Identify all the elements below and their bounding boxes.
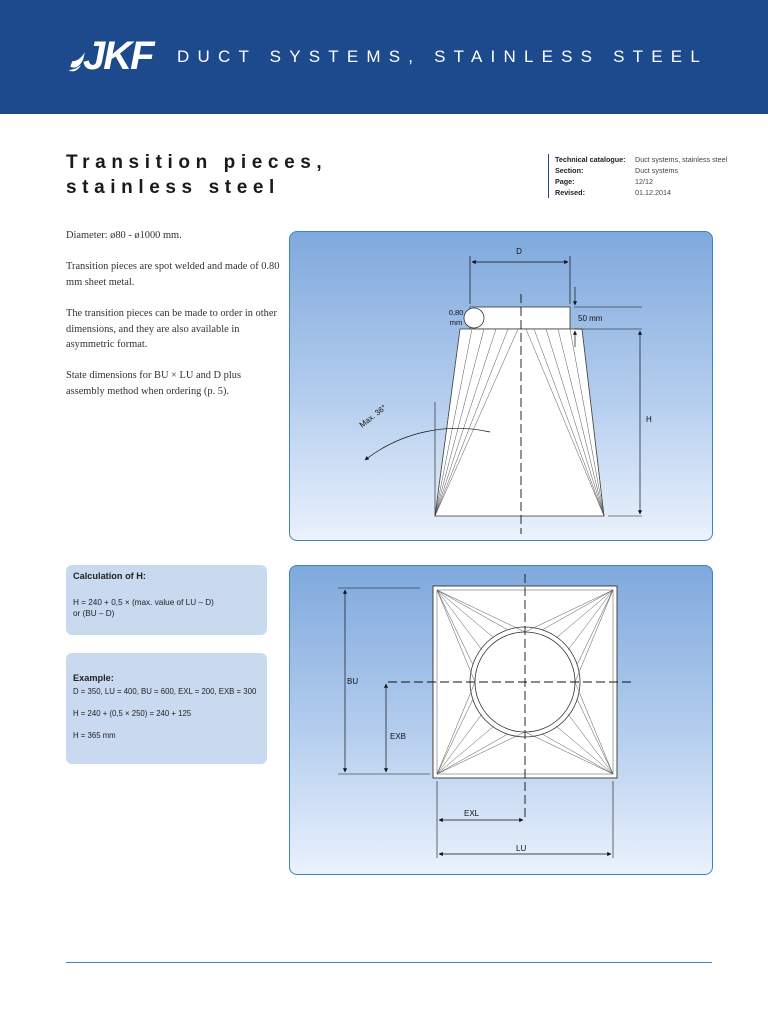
label-exl: EXL [464, 809, 480, 818]
meta-value: 01.12.2014 [635, 188, 671, 197]
header-title: DUCT SYSTEMS, STAINLESS STEEL [177, 47, 708, 66]
calculation-line: or (BU – D) [73, 609, 115, 618]
cone-body [434, 328, 605, 517]
header-bar: JKF DUCT SYSTEMS, STAINLESS STEEL [0, 0, 768, 114]
top-collar [469, 306, 571, 330]
label-exb: EXB [390, 732, 406, 741]
label-thickness-1: 0,80 [449, 308, 464, 317]
paragraph-custom: The transition pieces can be made to ord… [66, 307, 277, 351]
calculation-title: Calculation of H: [73, 571, 146, 581]
example-box: Example: D = 350, LU = 400, BU = 600, EX… [66, 653, 267, 764]
calculation-line: H = 240 + 0,5 × (max. value of LU – D) [73, 598, 214, 607]
meta-row: Revised: 01.12.2014 [555, 187, 727, 198]
example-title: Example: [73, 673, 114, 683]
meta-row: Section: Duct systems [555, 165, 727, 176]
example-line: H = 365 mm [73, 731, 116, 740]
meta-key: Section: [555, 166, 584, 175]
label-thickness-2: mm [450, 318, 463, 327]
label-h: H [646, 415, 652, 424]
label-bu: BU [347, 677, 358, 686]
label-max-angle: Max. 36° [358, 403, 388, 430]
example-line: H = 240 + (0,5 × 250) = 240 + 125 [73, 709, 192, 718]
plan-view-drawing: BU EXB EXL LU [338, 574, 635, 858]
meta-key: Technical catalogue: [555, 155, 626, 164]
fold-lines-corners [436, 589, 614, 775]
paragraph-ordering: State dimensions for BU × LU and D plus … [66, 370, 241, 397]
footer-divider [66, 962, 712, 963]
angle-arc [364, 428, 491, 461]
thickness-detail-circle [463, 307, 485, 329]
side-view-diagram: D 0,80 mm 50 mm H Max. 36° [289, 231, 713, 541]
plan-view-diagram: BU EXB EXL LU [289, 565, 713, 875]
meta-value: Duct systems, stainless steel [635, 155, 728, 164]
brand-logo-text: JKF [83, 34, 155, 78]
page-title-line1: Transition pieces, [66, 152, 328, 173]
paragraph-material: Transition pieces are spot welded and ma… [66, 261, 280, 288]
side-view-drawing: D 0,80 mm 50 mm H Max. 36° [358, 247, 652, 534]
calculation-box: Calculation of H: H = 240 + 0,5 × (max. … [66, 565, 267, 635]
catalogue-meta: Technical catalogue: Duct systems, stain… [548, 154, 727, 198]
example-line: D = 350, LU = 400, BU = 600, EXL = 200, … [73, 687, 257, 696]
meta-key: Revised: [555, 188, 585, 197]
label-50mm: 50 mm [578, 314, 603, 323]
meta-row: Technical catalogue: Duct systems, stain… [555, 154, 727, 165]
page-title: Transition pieces, stainless steel [66, 150, 327, 200]
meta-value: Duct systems [635, 166, 679, 175]
description-text: Diameter: ø80 - ø1000 mm. Transition pie… [66, 228, 281, 415]
meta-value: 12/12 [635, 177, 653, 186]
meta-row: Page: 12/12 [555, 176, 727, 187]
label-lu: LU [516, 844, 526, 853]
label-d: D [516, 247, 522, 256]
meta-key: Page: [555, 177, 575, 186]
page-title-line2: stainless steel [66, 177, 280, 198]
fold-lines-left [434, 328, 519, 517]
paragraph-diameter: Diameter: ø80 - ø1000 mm. [66, 230, 182, 241]
jkf-logo [68, 52, 85, 72]
fold-lines-right [525, 328, 605, 517]
